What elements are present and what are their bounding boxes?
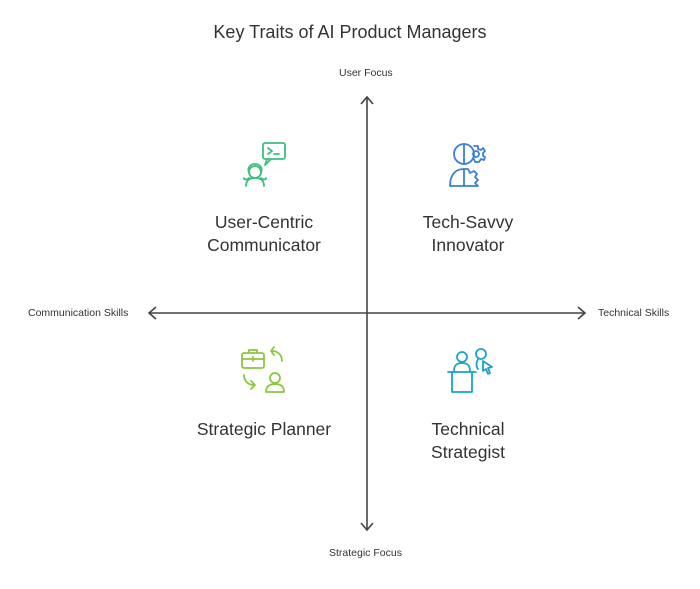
quadrant-label-top-left: User-Centric Communicator <box>207 212 321 255</box>
arrow-left <box>147 306 157 320</box>
diagram-title: Key Traits of AI Product Managers <box>213 22 487 42</box>
quadrant-label-top-right: Tech-Savvy Innovator <box>422 212 514 255</box>
arrow-down <box>360 522 374 532</box>
axis-label-right: Technical Skills <box>598 307 670 319</box>
axis-label-left: Communication Skills <box>28 307 129 319</box>
head-gear-icon <box>449 143 486 187</box>
axis-label-bottom: Strategic Focus <box>329 547 402 559</box>
briefcase-cycle-icon <box>241 346 285 393</box>
user-chat-icon <box>243 142 286 187</box>
presenter-icon <box>447 348 493 393</box>
quadrant-label-bottom-right: Technical Strategist <box>431 419 505 462</box>
axis-label-top: User Focus <box>339 67 393 79</box>
arrow-right <box>577 306 587 320</box>
quadrant-label-bottom-left: Strategic Planner <box>196 419 332 439</box>
arrow-up <box>360 95 374 105</box>
